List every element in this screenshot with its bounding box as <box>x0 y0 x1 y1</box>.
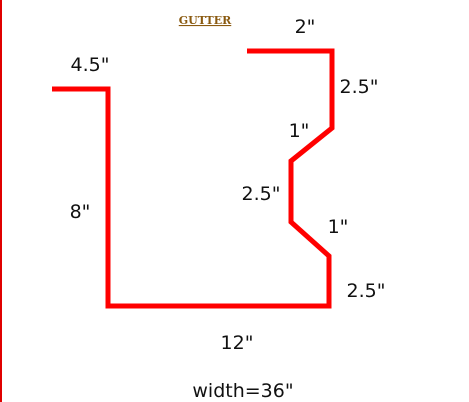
right-lower-dimension: 2.5" <box>347 280 386 302</box>
right-upper-bend-dimension: 1" <box>289 120 310 142</box>
gutter-outline <box>52 48 335 309</box>
right-middle-dimension: 2.5" <box>242 183 281 205</box>
left-side-dimension: 8" <box>70 201 91 223</box>
diagram-title: GUTTER <box>179 14 232 27</box>
left-flange-dimension: 4.5" <box>71 54 110 76</box>
right-upper-dimension: 2.5" <box>340 76 379 98</box>
width-label: width=36" <box>192 380 293 402</box>
right-flange-dimension: 2" <box>295 16 316 38</box>
right-lower-bend-dimension: 1" <box>328 216 349 238</box>
bottom-dimension: 12" <box>221 332 254 354</box>
